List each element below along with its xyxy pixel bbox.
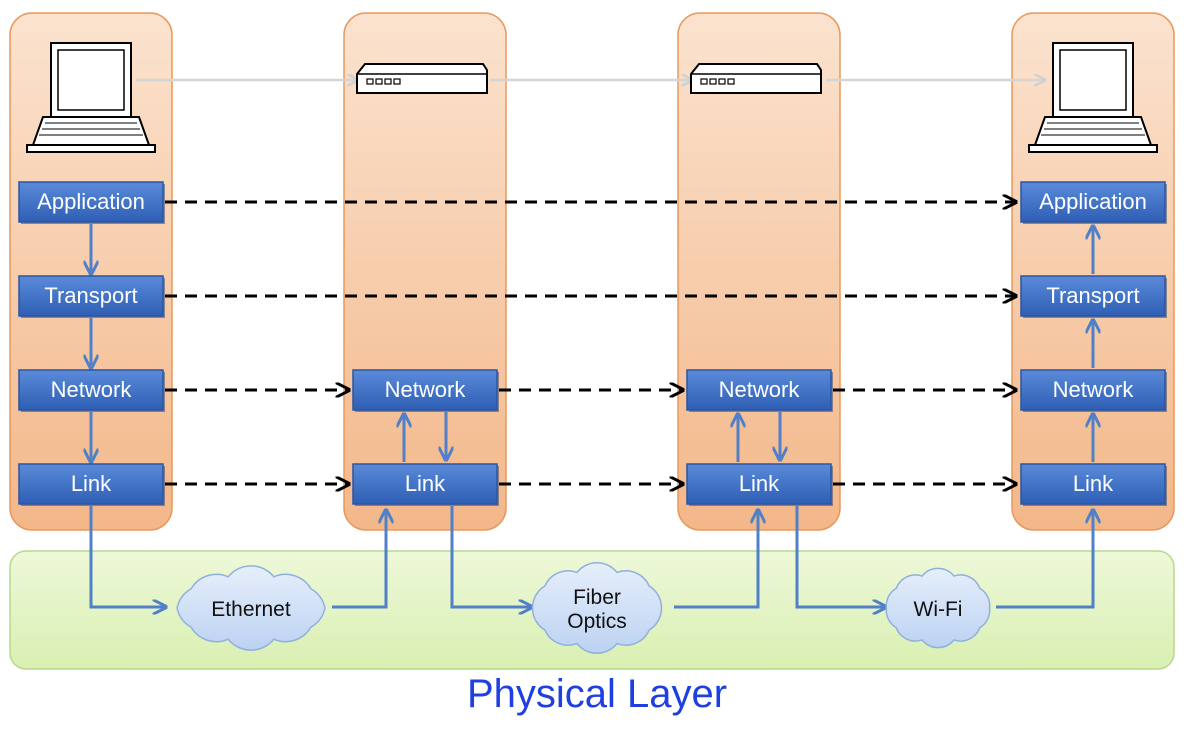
layer-label: Transport: [1046, 283, 1139, 308]
layer-label: Network: [51, 377, 133, 402]
layer-application-box: Application: [18, 181, 165, 224]
media-label: Optics: [567, 610, 627, 633]
layer-label: Network: [719, 377, 801, 402]
node-columns: [9, 12, 1175, 531]
layer-link-box: Link: [686, 463, 833, 506]
devices: [26, 42, 1158, 153]
layer-link-box: Link: [1020, 463, 1167, 506]
layer-network-box: Network: [686, 369, 833, 412]
laptop-icon: [26, 42, 156, 153]
physical-link: [996, 510, 1093, 609]
layer-label: Transport: [44, 283, 137, 308]
layer-transport-box: Transport: [1020, 275, 1167, 318]
layer-network-box: Network: [1020, 369, 1167, 412]
layer-label: Application: [1039, 189, 1147, 214]
router-icon: [356, 63, 488, 94]
layer-application-box: Application: [1020, 181, 1167, 224]
media-label: Fiber: [573, 586, 621, 609]
physical-link: [89, 506, 166, 607]
physical-link: [795, 506, 886, 607]
layer-label: Link: [739, 471, 780, 496]
physical-link: [450, 506, 532, 607]
media-label: Wi-Fi: [914, 598, 963, 621]
peer-communication-arrows: [165, 202, 1016, 484]
layer-label: Network: [385, 377, 467, 402]
layer-label: Link: [71, 471, 112, 496]
physical-link: [332, 510, 386, 609]
media-cloud-1: Ethernet: [176, 565, 326, 651]
layer-label: Network: [1053, 377, 1135, 402]
physical-layer-label: Physical Layer: [466, 672, 728, 716]
router-icon: [690, 63, 822, 94]
stack-arrows: [91, 224, 1093, 462]
layer-network-box: Network: [18, 369, 165, 412]
media-label: Ethernet: [211, 598, 291, 621]
physical-links: [89, 506, 1093, 609]
laptop-icon: [1028, 42, 1158, 153]
media-cloud-3: Wi-Fi: [885, 567, 991, 649]
layer-link-box: Link: [18, 463, 165, 506]
layer-label: Link: [405, 471, 446, 496]
layer-label: Application: [37, 189, 145, 214]
physical-link: [674, 510, 758, 609]
layer-link-box: Link: [352, 463, 499, 506]
layer-transport-box: Transport: [18, 275, 165, 318]
layer-label: Link: [1073, 471, 1114, 496]
layer-network-box: Network: [352, 369, 499, 412]
